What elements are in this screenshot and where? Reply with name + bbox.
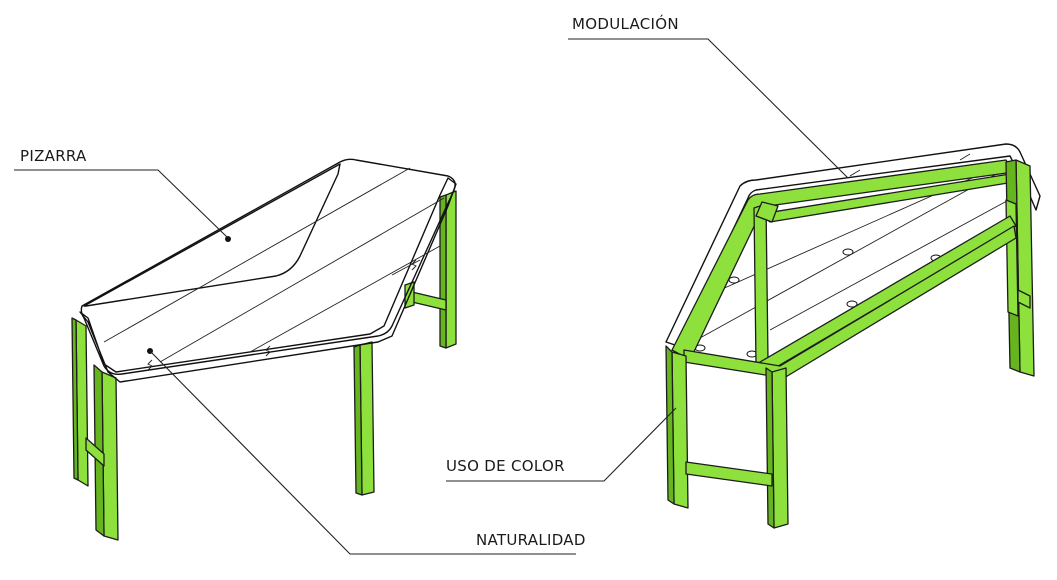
left-table-top-surface	[80, 158, 456, 376]
label-pizarra: PIZARRA	[20, 147, 87, 165]
right-table-top	[665, 143, 1041, 347]
left-table-planks	[103, 167, 445, 363]
right-table-long-rail	[759, 215, 1017, 373]
label-modulacion: MODULACIÓN	[572, 15, 679, 33]
right-table	[665, 143, 1041, 529]
right-table-front-leg-right	[765, 367, 789, 529]
left-table-top-edge	[79, 177, 457, 383]
right-table-inner-post	[753, 201, 779, 365]
left-table-side-crossbar	[85, 437, 105, 467]
leader-pizarra	[14, 169, 229, 239]
leader-uso-de-color	[446, 407, 677, 482]
leader-modulacion	[568, 38, 849, 179]
left-table-side-leg	[71, 317, 89, 487]
left-table	[71, 158, 457, 541]
right-table-front-leg-left	[665, 345, 689, 509]
label-naturalidad: NATURALIDAD	[476, 531, 586, 549]
left-table-front-leg-right	[353, 341, 375, 496]
chalkboard	[83, 163, 341, 307]
leader-lines	[14, 38, 849, 555]
right-table-front-crossbar	[685, 461, 773, 487]
label-uso-de-color: USO DE COLOR	[446, 457, 565, 475]
leader-naturalidad	[149, 350, 576, 555]
